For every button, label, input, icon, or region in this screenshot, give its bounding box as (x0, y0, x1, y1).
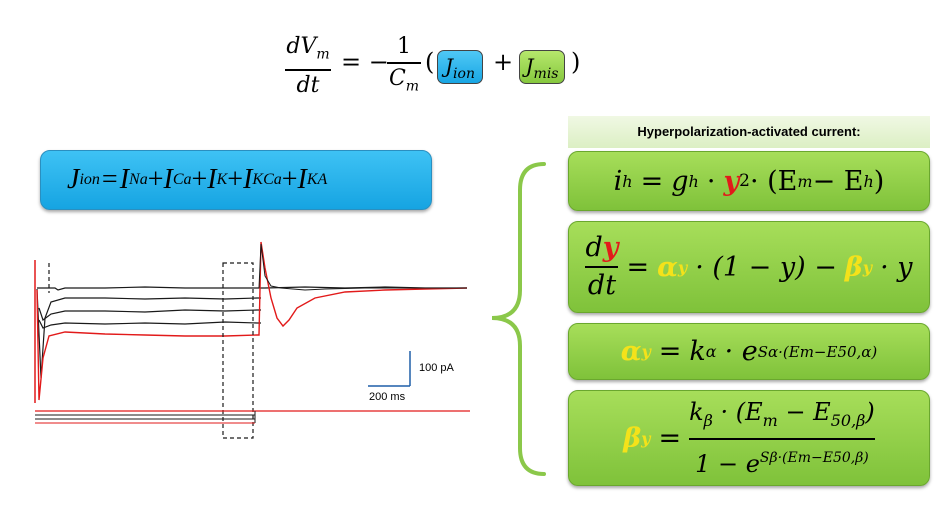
dydt-fraction: dy dt (585, 232, 619, 301)
gh-sub: h (688, 171, 699, 191)
beta-den: 1 − e (695, 450, 760, 479)
plus-sign: + (493, 48, 514, 76)
ih-dot: · (706, 165, 716, 197)
ik-sym: I (207, 164, 217, 195)
alpha-k: k (689, 336, 706, 367)
ikca-sub: KCa (252, 171, 282, 188)
trace-black-4 (38, 319, 261, 329)
gh-g: g (671, 165, 689, 197)
scale-y-label: 100 pA (419, 362, 454, 374)
ih-close: ) (873, 165, 885, 197)
one-text: 1 (397, 34, 411, 59)
alpha-eq: = (658, 336, 682, 367)
trace-black-2 (36, 288, 261, 379)
beta-num-close: ) (865, 397, 875, 426)
current-trace-svg (34, 241, 470, 439)
alpha-lhs-sub: y (641, 342, 651, 361)
jmis-pill: Jmis (519, 50, 565, 84)
beta-eq: = (658, 422, 682, 454)
beta-num-e50: 50,β (830, 410, 866, 430)
beta-num-tail: − E (777, 397, 831, 426)
beta-num-k-sub: β (703, 410, 713, 430)
beta-lhs-sub: y (641, 428, 651, 448)
dydt-tail: · y (880, 251, 913, 283)
alpha-exp-base: · e (724, 336, 758, 367)
alpha-k-sub: α (705, 342, 717, 361)
beta-fraction: kβ · (Em − E50,β) 1 − eSβ·(Em−E50,β) (689, 397, 875, 480)
jion-pill: Jion (437, 50, 483, 84)
ica-sym: I (163, 164, 173, 195)
ih-i: i (613, 165, 623, 197)
ina-sym: I (119, 164, 130, 195)
jmis-pill-text: J (525, 54, 534, 78)
beta-lhs: β (623, 422, 642, 454)
equals-minus: = − (341, 48, 389, 76)
ih-rest: · (E (749, 165, 798, 197)
ik-sub: K (216, 171, 228, 188)
alpha-lhs: α (620, 336, 642, 367)
dydt-mid: · (1 − y) − (695, 251, 837, 283)
scale-x-label: 200 ms (369, 391, 406, 403)
current-trace-figure: 100 pA 200 ms (25, 228, 480, 448)
cm-text: C (388, 65, 406, 91)
ika-sym: I (297, 164, 307, 195)
jmis-pill-sub: mis (533, 66, 559, 82)
dydt-d: d (585, 232, 603, 263)
open-paren: ( (425, 48, 435, 76)
dvm-dt-fraction: dVm dt (285, 34, 331, 99)
trace-black-tail (258, 243, 467, 291)
beta-num-rest: · (E (712, 397, 763, 426)
jion-pill-text: J (445, 54, 454, 78)
trace-red (36, 241, 468, 401)
alpha-y-sub: y (677, 257, 688, 277)
dydt-y: y (602, 232, 619, 263)
trace-black-3 (38, 307, 261, 321)
ina-sub: Na (129, 171, 148, 188)
ih-sub: h (622, 171, 633, 191)
beta-den-exp: Sβ·(Em−E50,β) (759, 450, 869, 467)
dydt-eq: = (626, 251, 650, 283)
ih-eh-sub: h (863, 171, 874, 191)
alpha-exponent: Sα·(Em−E50,α) (757, 342, 878, 361)
membrane-equation: dVm dt = − 1 Cm ( Jion + Jmis ) (285, 28, 615, 104)
beta-y-sub: y (862, 257, 873, 277)
ikca-sym: I (243, 164, 253, 195)
jion-pill-sub: ion (453, 66, 475, 82)
ih-em-sub: m (797, 171, 813, 191)
trace-black-top (37, 286, 467, 291)
jion-lhs-sub: ion (79, 171, 100, 188)
jion-lhs: J (67, 164, 80, 195)
beta-num-em: m (762, 410, 778, 430)
close-paren: ) (571, 48, 581, 76)
dvm-text: dV (286, 34, 317, 59)
dydt-dt: dt (587, 270, 617, 301)
curly-brace (491, 162, 546, 476)
one-over-cm-fraction: 1 Cm (387, 34, 421, 99)
dt-text: dt (296, 72, 320, 98)
ica-sub: Ca (172, 171, 192, 188)
ih-minus: − E (812, 165, 864, 197)
cm-sub: m (405, 77, 420, 94)
ih-eq: = (640, 165, 664, 197)
dashed-window (222, 262, 254, 439)
panel-header: Hyperpolarization-activated current: (568, 116, 930, 148)
ika-sub: KA (306, 171, 328, 188)
ih-y: y (723, 165, 740, 197)
alpha-y: α (657, 251, 678, 283)
beta-num-k: k (689, 397, 704, 426)
beta-y: β (844, 251, 863, 283)
dvm-sub: m (316, 46, 330, 63)
ih-y-pow: 2 (739, 171, 750, 191)
